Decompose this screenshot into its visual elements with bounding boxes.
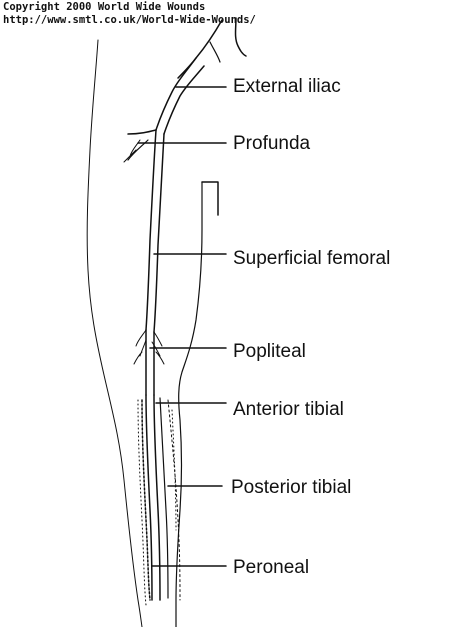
iliac-branch-mid <box>209 41 221 63</box>
copyright-notice: Copyright 2000 World Wide Wounds http://… <box>3 1 256 27</box>
external-iliac-vessel-a <box>155 57 197 131</box>
superficial-femoral-vessel-a <box>145 129 157 331</box>
popliteal-knee-branches <box>133 329 165 365</box>
anterior-tibial-vessel-b <box>159 397 169 599</box>
popliteal-vessel <box>145 329 155 396</box>
source-url: http://www.smtl.co.uk/World-Wide-Wounds/ <box>3 14 256 26</box>
lower-leg-stipple <box>137 399 177 606</box>
copyright-line: Copyright 2000 World Wide Wounds <box>3 1 206 13</box>
label-superficial-femoral: Superficial femoral <box>233 248 391 269</box>
anterior-tibial-vessel <box>153 394 161 601</box>
label-profunda: Profunda <box>233 133 311 154</box>
profunda-branch-left <box>127 129 157 135</box>
iliac-branch-left <box>177 19 223 79</box>
thigh-cut-edge <box>201 181 219 216</box>
external-iliac-vessel-b <box>163 65 205 135</box>
label-peroneal: Peroneal <box>233 557 310 578</box>
profunda-branch-small <box>123 139 141 163</box>
posterior-tibial-vessel <box>145 394 153 601</box>
peroneal-vessel-b <box>167 399 181 601</box>
label-popliteal: Popliteal <box>233 341 306 362</box>
peroneal-vessel <box>141 399 151 601</box>
profunda-branch-down <box>127 139 149 161</box>
leg-outline-medial <box>86 39 143 627</box>
superficial-femoral-vessel-b <box>153 133 165 333</box>
iliac-branch-right <box>234 17 247 57</box>
label-anterior-tibial: Anterior tibial <box>233 399 344 420</box>
label-external-iliac: External iliac <box>233 76 341 97</box>
label-posterior-tibial: Posterior tibial <box>231 477 352 498</box>
leg-outline-lateral <box>175 181 203 627</box>
